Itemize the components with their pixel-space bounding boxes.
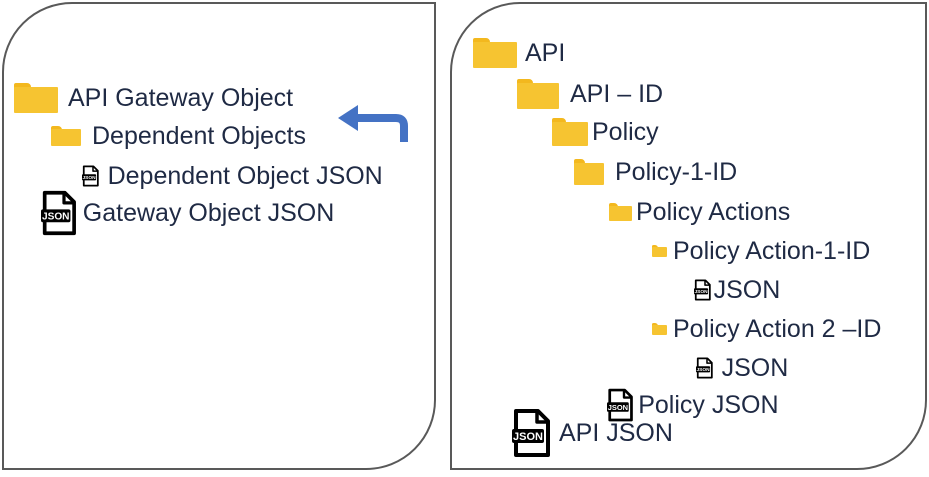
tree-item-dependent-object-json: JSON Dependent Object JSON xyxy=(82,162,383,190)
tree-item-api-json: JSON API JSON xyxy=(512,408,673,458)
tree-item-api-id: API – ID xyxy=(517,79,663,109)
tree-item-gateway-object-json: JSON Gateway Object JSON xyxy=(41,190,334,236)
tree-item-label: JSON xyxy=(721,354,789,382)
tree-item-api: API xyxy=(473,38,565,68)
tree-item-label: API JSON xyxy=(559,419,673,447)
json-file-icon: JSON xyxy=(696,357,714,379)
folder-icon xyxy=(652,245,667,257)
json-file-icon: JSON xyxy=(694,279,712,301)
folder-icon xyxy=(517,79,559,109)
tree-item-label: Gateway Object JSON xyxy=(82,199,335,227)
tree-item-label: Policy xyxy=(592,118,659,146)
folder-icon xyxy=(574,159,604,185)
tree-item-label: API – ID xyxy=(570,80,664,108)
json-file-icon: JSON xyxy=(41,190,78,236)
tree-item-label: Policy JSON xyxy=(638,391,779,419)
tree-item-label: Policy Actions xyxy=(636,198,791,226)
tree-item-policy-action-2-id: Policy Action 2 –ID xyxy=(652,315,881,343)
svg-text:JSON: JSON xyxy=(42,211,70,222)
folder-icon xyxy=(552,118,588,146)
folder-icon xyxy=(473,38,517,68)
curved-arrow-left-icon xyxy=(334,100,414,151)
folder-icon xyxy=(609,203,632,221)
tree-item-json: JSON JSON xyxy=(694,276,780,304)
svg-text:JSON: JSON xyxy=(82,175,96,181)
tree-item-policy: Policy xyxy=(552,118,659,146)
folder-icon xyxy=(14,83,58,113)
tree-item-api-gateway-object: API Gateway Object xyxy=(14,83,293,113)
svg-text:JSON: JSON xyxy=(694,289,708,295)
tree-item-policy-action-1-id: Policy Action-1-ID xyxy=(652,237,870,265)
tree-item-label: Policy Action-1-ID xyxy=(673,237,871,265)
tree-item-policy-1-id: Policy-1-ID xyxy=(574,158,737,186)
tree-item-dependent-objects: Dependent Objects xyxy=(51,122,306,150)
folder-icon xyxy=(652,323,667,335)
tree-item-label: JSON xyxy=(713,276,781,304)
svg-text:JSON: JSON xyxy=(696,367,710,373)
tree-item-label: API Gateway Object xyxy=(68,84,294,112)
tree-item-json: JSON JSON xyxy=(696,354,788,382)
json-file-icon: JSON xyxy=(607,388,634,422)
tree-item-label: Policy Action 2 –ID xyxy=(673,315,882,343)
tree-item-policy-json: JSON Policy JSON xyxy=(607,388,779,422)
tree-item-label: Policy-1-ID xyxy=(615,158,738,186)
svg-text:JSON: JSON xyxy=(608,403,628,412)
svg-text:JSON: JSON xyxy=(513,431,543,443)
tree-item-policy-actions: Policy Actions xyxy=(609,198,790,226)
tree-item-label: API xyxy=(525,39,566,67)
folder-icon xyxy=(51,126,81,146)
tree-item-label: Dependent Object JSON xyxy=(107,162,383,190)
json-file-icon: JSON xyxy=(82,165,100,187)
left-panel xyxy=(2,2,436,470)
tree-item-label: Dependent Objects xyxy=(92,122,307,150)
json-file-icon: JSON xyxy=(512,408,552,458)
